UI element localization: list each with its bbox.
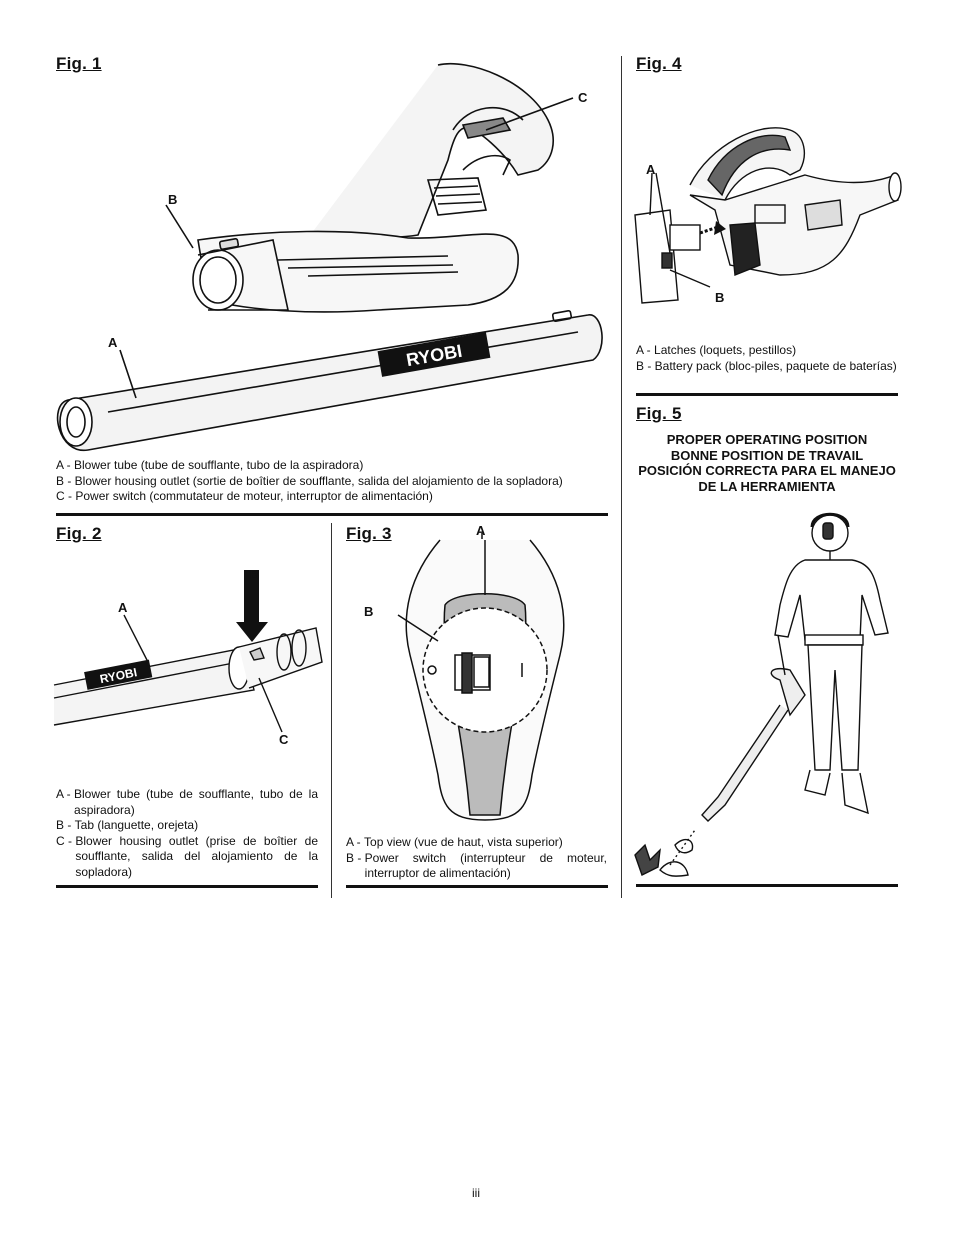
fig4-label-b: B (715, 290, 725, 305)
column-divider (331, 523, 332, 898)
fig4-battery-illustration (634, 127, 902, 304)
fig4-bottom-rule (636, 393, 898, 396)
fig5-heading-line: PROPER OPERATING POSITION (666, 432, 868, 447)
caption-row: B - Blower housing outlet (sortie de boî… (56, 473, 563, 488)
fig5-heading-line: DE LA HERRAMIENTA (698, 478, 836, 494)
fig2-tube-connection-illustration: RYOBI (53, 570, 323, 733)
fig2-caption: A - Blower tube (tube de soufflante, tub… (56, 787, 318, 880)
caption-row: C - Power switch (commutateur de moteur,… (56, 489, 433, 503)
caption-row: A - Top view (vue de haut, vista superio… (346, 835, 563, 849)
fig3-bottom-rule (346, 885, 608, 888)
page-number: iii (472, 1186, 480, 1200)
fig2-bottom-rule (56, 885, 318, 888)
fig5-heading-line: BONNE POSITION DE TRAVAIL (670, 447, 864, 463)
fig5-heading: PROPER OPERATING POSITION BONNE POSITION… (636, 432, 898, 494)
caption-row: C - Blower housing outlet (prise de boît… (56, 833, 318, 879)
caption-row: B - Tab (languette, orejeta) (56, 818, 199, 832)
fig2-label-a: A (118, 600, 128, 615)
fig3-title: Fig. 3 (346, 524, 392, 543)
column-divider (621, 56, 622, 898)
fig3-caption: A - Top view (vue de haut, vista superio… (346, 835, 607, 882)
fig1-label-c: C (578, 90, 588, 105)
fig1-label-b: B (168, 192, 178, 207)
fig5-title: Fig. 5 (636, 404, 682, 423)
fig4-caption: A - Latches (loquets, pestillos) B - Bat… (636, 343, 898, 374)
fig4-label-a: A (646, 162, 656, 177)
caption-row: B - Battery pack (bloc-piles, paquete de… (636, 358, 897, 373)
fig5-bottom-rule (636, 884, 898, 887)
caption-row: A - Latches (loquets, pestillos) (636, 343, 797, 357)
fig1-label-a: A (108, 335, 118, 350)
fig4-title: Fig. 4 (636, 54, 682, 73)
fig5-operator-illustration (634, 512, 889, 877)
fig2-label-b: B (250, 567, 260, 582)
fig1-blower-illustration: RYOBI (56, 63, 603, 451)
fig2-title: Fig. 2 (56, 524, 102, 543)
fig3-label-a: A (476, 523, 486, 538)
fig1-bottom-rule (56, 513, 608, 516)
fig3-top-view-illustration (397, 533, 565, 821)
fig3-label-b: B (364, 604, 374, 619)
caption-row: B - Power switch (interrupteur de moteur… (346, 850, 607, 881)
fig5-heading-line: POSICIÓN CORRECTA PARA EL MANEJO (638, 463, 896, 478)
caption-row: A - Blower tube (tube de soufflante, tub… (56, 458, 364, 472)
fig2-label-c: C (279, 732, 289, 747)
caption-row: A - Blower tube (tube de soufflante, tub… (56, 787, 318, 817)
fig1-caption: A - Blower tube (tube de soufflante, tub… (56, 458, 606, 505)
fig1-title: Fig. 1 (56, 54, 102, 73)
